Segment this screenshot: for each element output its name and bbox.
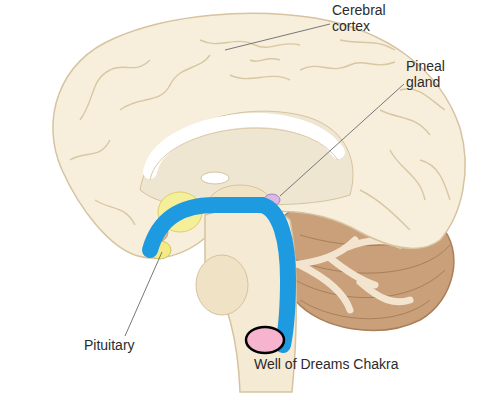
part-label: Well of Dreams Chakra [254,356,474,372]
leader-line [280,84,404,196]
arbor-vitae [292,240,410,310]
leader-line [225,24,330,50]
corpus-callosum-edge [150,128,338,180]
fornix [201,172,229,184]
leader-line [125,252,162,336]
energy-arc [150,205,288,345]
part-label: Pineal gland [406,58,462,90]
pons [196,255,248,315]
part-label: Pituitary [84,337,184,353]
part-label: Cerebral cortex [332,2,402,34]
chakra-circle [246,327,284,353]
